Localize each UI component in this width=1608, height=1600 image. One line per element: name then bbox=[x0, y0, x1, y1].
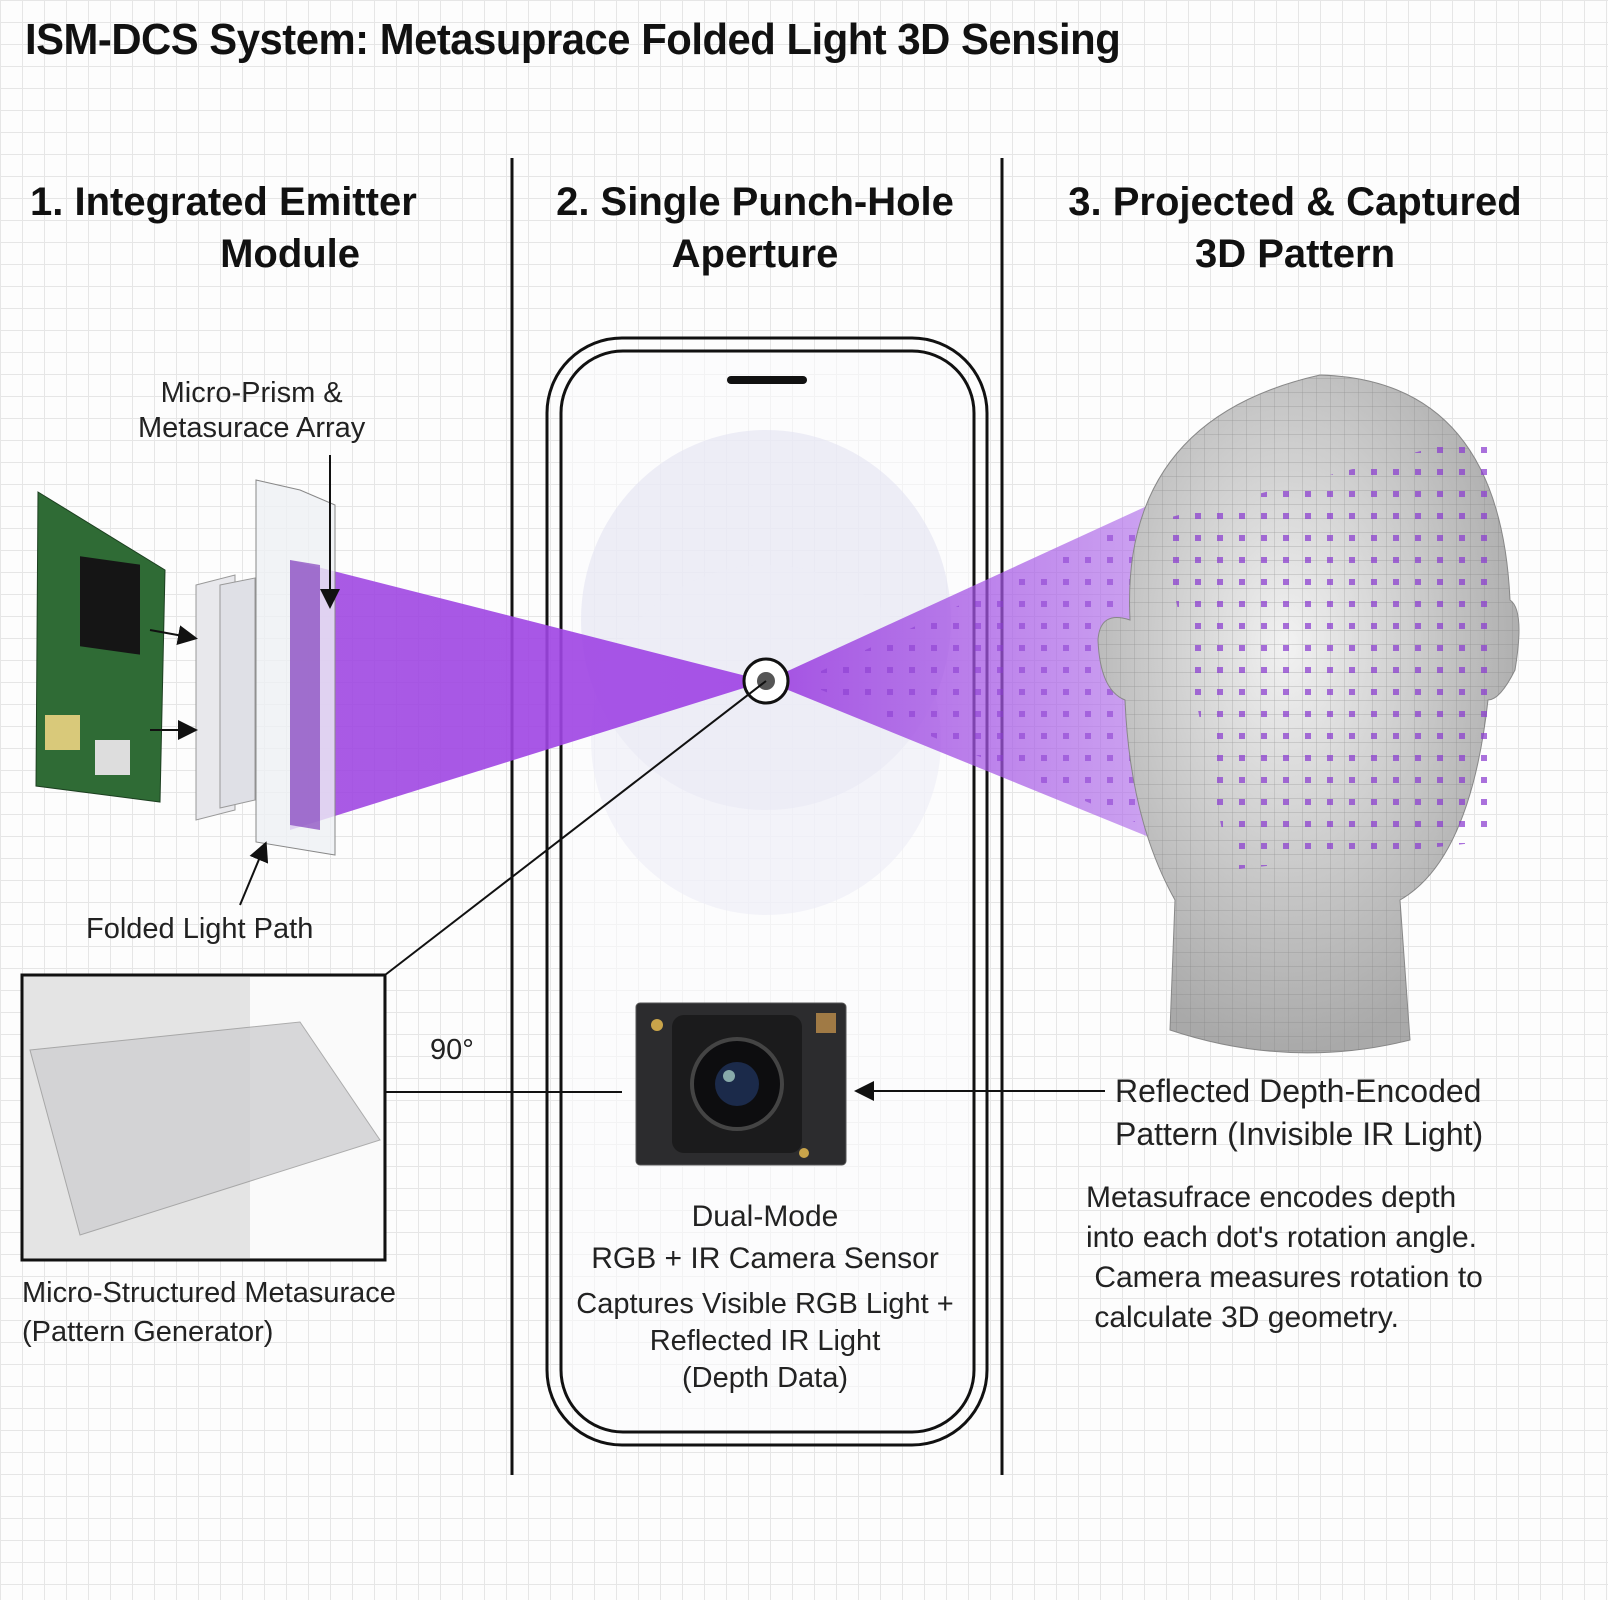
angle-label: 90° bbox=[430, 1034, 474, 1066]
metasurface-caption: Micro-Structured Metasurace (Pattern Gen… bbox=[22, 1277, 396, 1349]
camera-title: Dual-Mode RGB + IR Camera Sensor bbox=[591, 1200, 939, 1275]
pcb-board-icon bbox=[35, 491, 166, 803]
metasurface-inset bbox=[20, 973, 387, 1262]
phone-speaker bbox=[727, 376, 807, 384]
section-heading-pattern: 3. Projected & Captured 3D Pattern bbox=[1068, 180, 1522, 276]
section-heading-emitter: 1. Integrated Emitter Module bbox=[30, 180, 417, 276]
micro-prism-stack bbox=[195, 479, 336, 856]
section-heading-aperture: 2. Single Punch-Hole Aperture bbox=[556, 180, 954, 276]
page-title: ISM-DCS System: Metasuprace Folded Light… bbox=[25, 15, 1121, 64]
explanation-text: Metasufrace encodes depth into each dot'… bbox=[1086, 1181, 1483, 1334]
micro-prism-label: Micro-Prism & Metasurace Array bbox=[138, 377, 366, 444]
folded-light-path-label: Folded Light Path bbox=[86, 913, 314, 945]
reflected-pattern-label: Reflected Depth-Encoded Pattern (Invisib… bbox=[1115, 1073, 1484, 1153]
emitted-beam bbox=[290, 560, 766, 830]
camera-description: Captures Visible RGB Light + Reflected I… bbox=[576, 1288, 954, 1394]
face-mesh-head bbox=[1097, 374, 1520, 1054]
camera-sensor-module bbox=[635, 1002, 847, 1166]
